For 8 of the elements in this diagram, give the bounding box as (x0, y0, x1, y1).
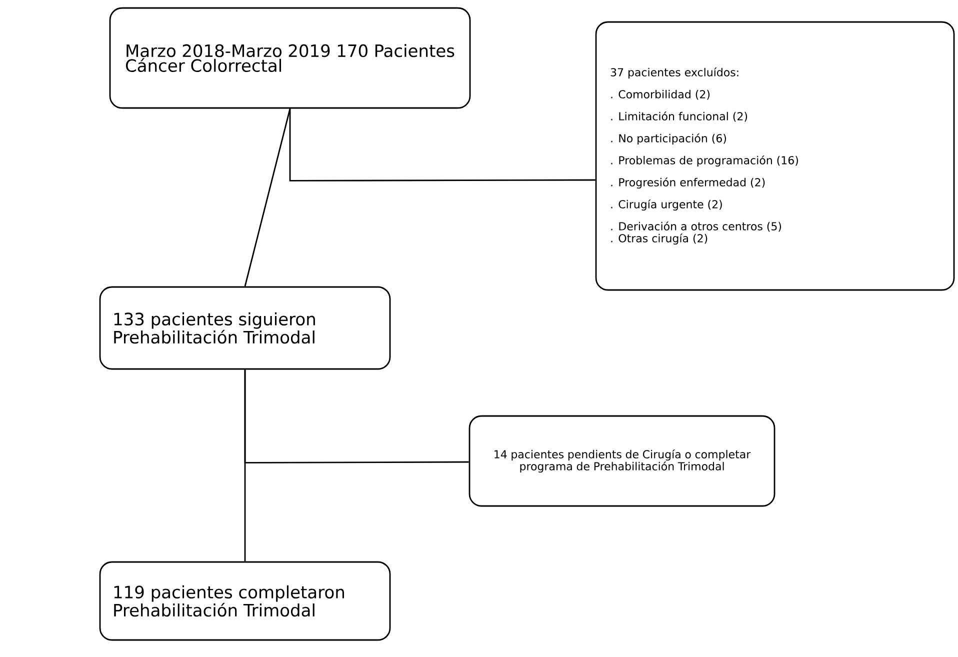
connector (289, 108, 596, 182)
flow-box: Marzo 2018-Marzo 2019 170 Pacientes Cáncer Colorrectal (109, 7, 471, 109)
flow-box: 37 pacientes excluídos: . Comorbilidad (2) . Limitación funcional (2) . No participación (6) . Problemas de programación (16) . Progresión enfermedad (2) . Cirugía urgente (2) . Derivación a otros centros (5) . Otras cirugía (2) (595, 21, 955, 291)
flow-box: 133 pacientes siguieron Prehabilitación Trimodal (99, 286, 391, 370)
connector (244, 370, 469, 464)
flow-box: 14 pacientes pendients de Cirugía o completar programa de Prehabilitación Trimodal (468, 415, 776, 507)
connector (244, 108, 291, 286)
flow-box: 119 pacientes completaron Prehabilitación Trimodal (99, 561, 391, 641)
